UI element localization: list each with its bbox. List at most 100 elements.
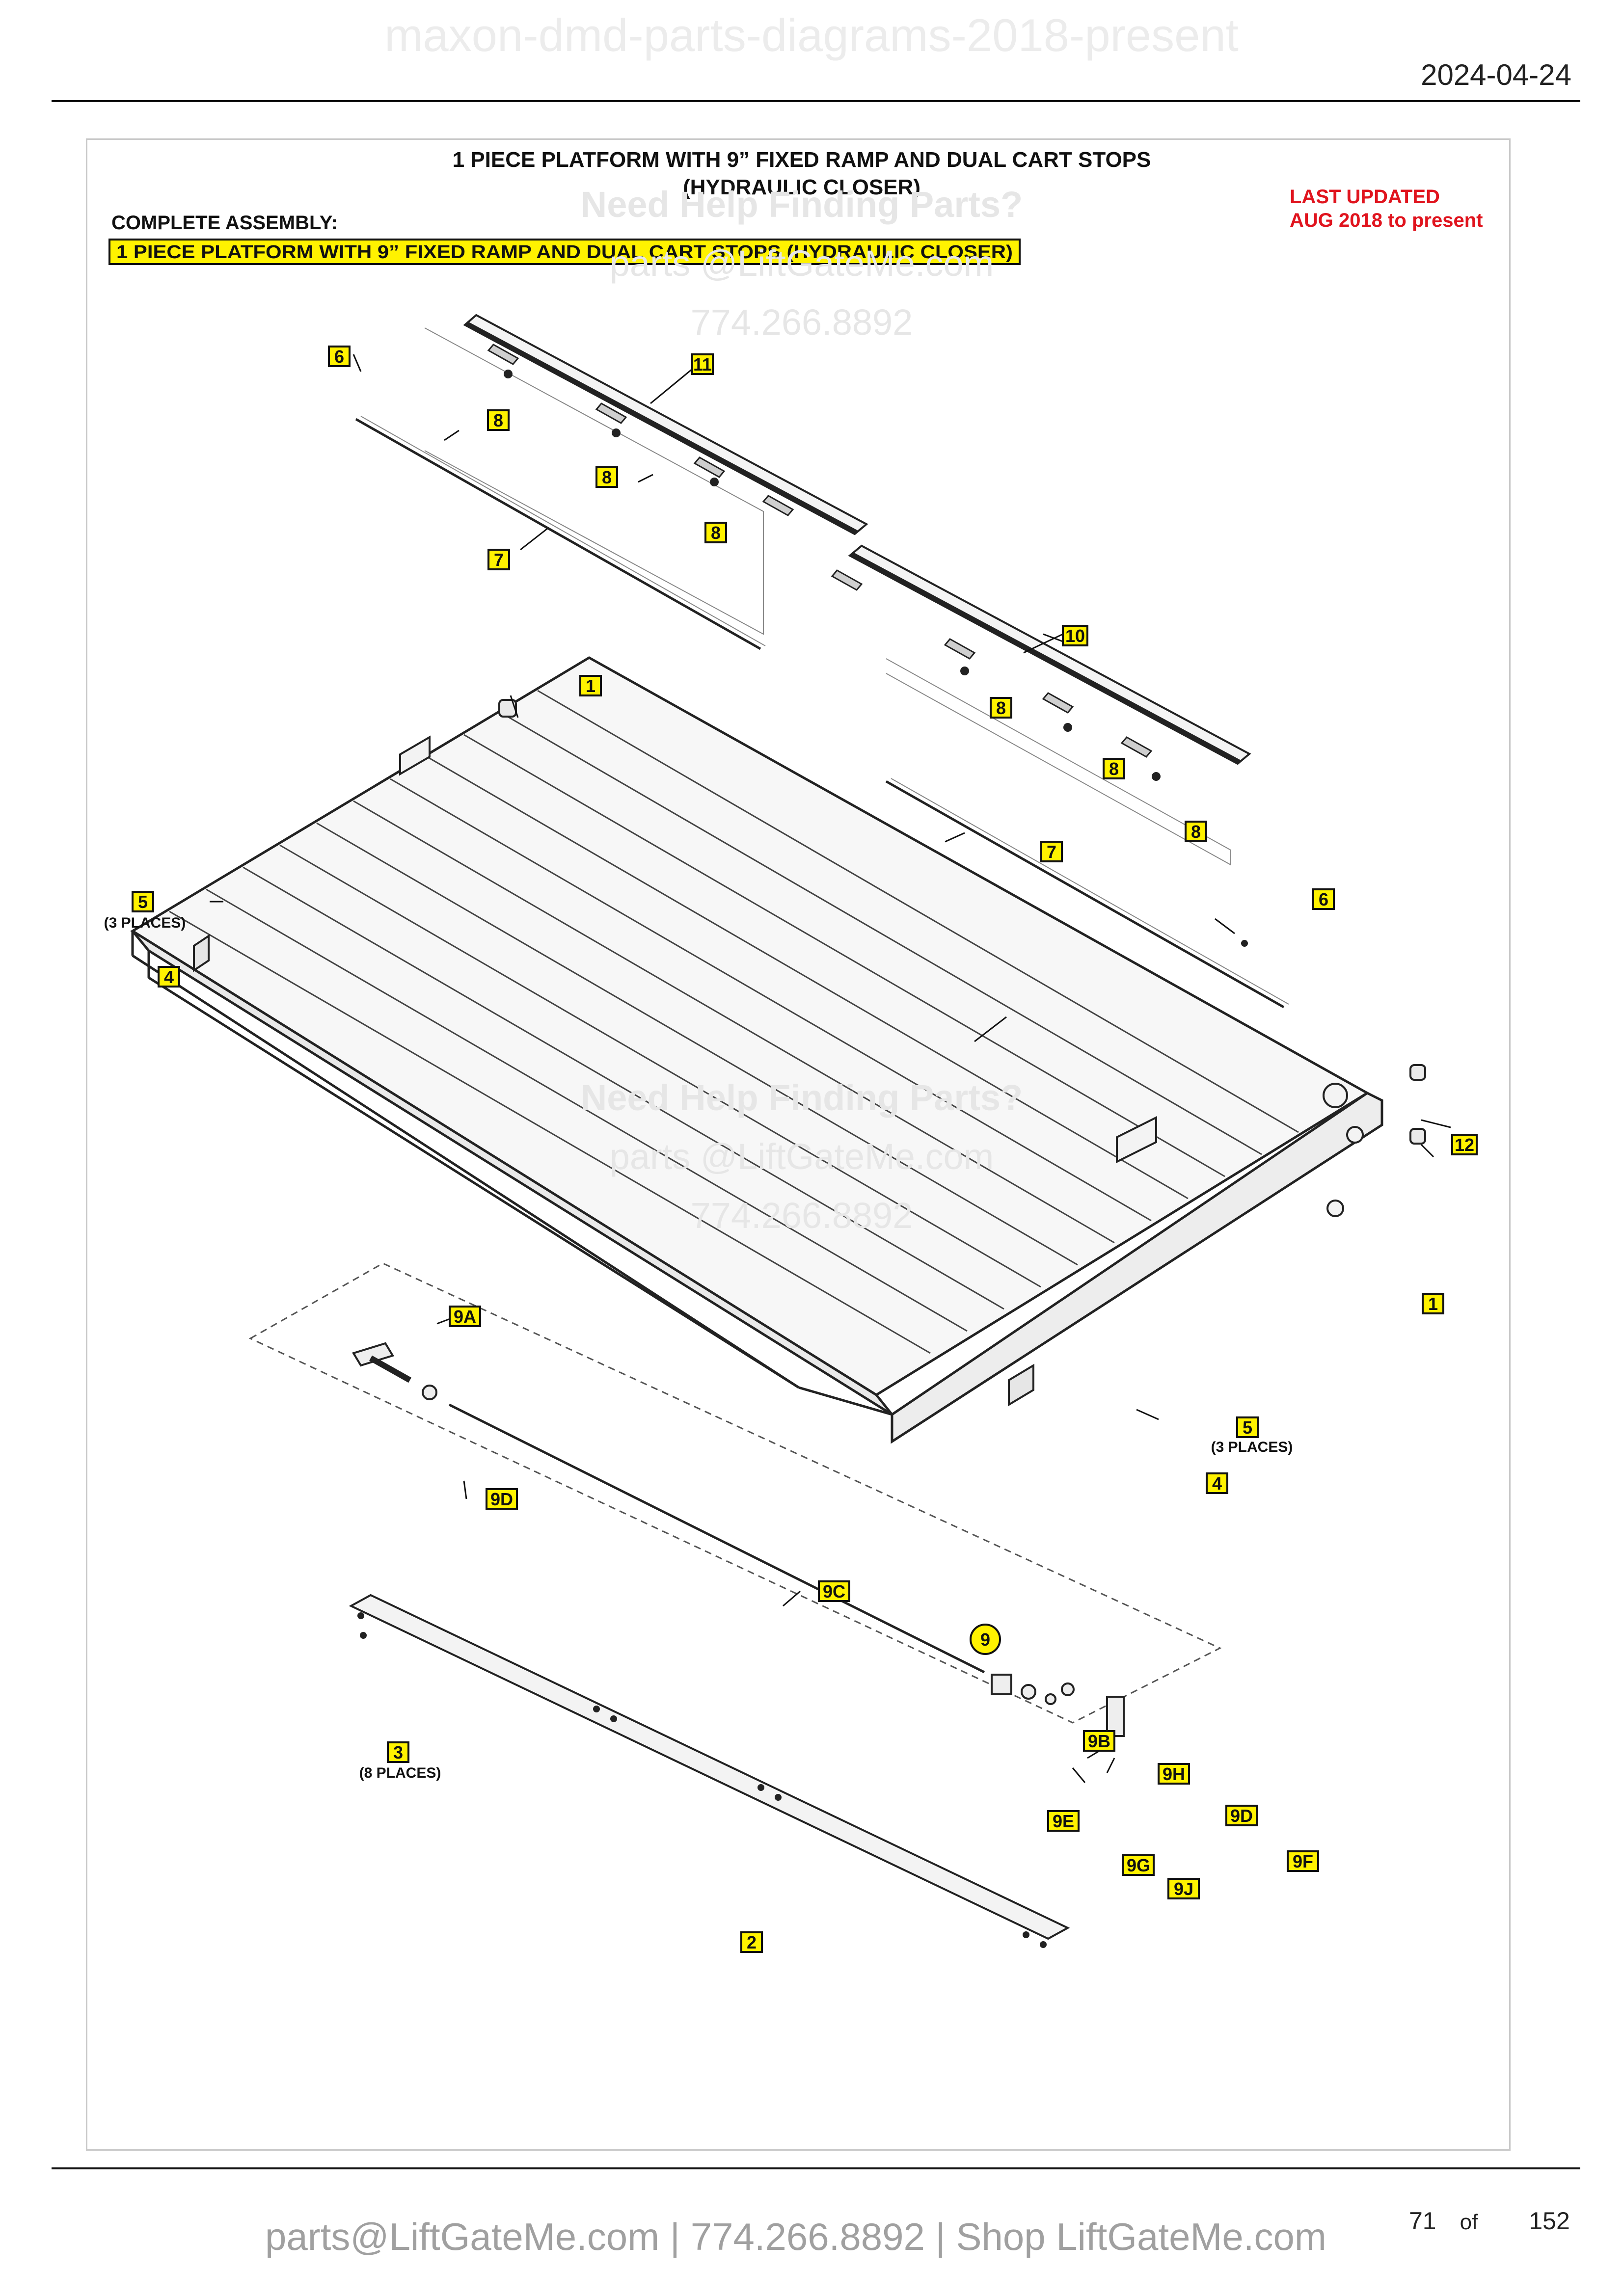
header-rule [52, 100, 1580, 102]
ramp-bolts [357, 1612, 1047, 1948]
callout-6-top-box [328, 346, 351, 367]
closer-parts [352, 1342, 1125, 1737]
callout-8-f: 8 [1191, 822, 1201, 842]
callout-7-bottom: 7 [1047, 842, 1056, 862]
watermark-middle: Need Help Finding Parts? parts @LiftGate… [581, 1077, 1023, 1236]
callout-4-top: 4 [164, 967, 174, 987]
callout-9h-box [1158, 1763, 1190, 1785]
callout-6-bottom: 6 [1319, 889, 1328, 909]
callout-7-top-box [487, 549, 510, 570]
callout-9j: 9J [1174, 1879, 1193, 1899]
platform-slats [169, 690, 1299, 1354]
platform-brackets [399, 735, 1364, 1217]
drawing-frame [86, 138, 1511, 2151]
ramp-plate [349, 1594, 1070, 1940]
callout-5-top-box [132, 891, 154, 912]
callout-12: 12 [1455, 1135, 1474, 1155]
watermark-middle-line1: Need Help Finding Parts? [581, 1077, 1023, 1118]
callout-8-c: 8 [711, 523, 721, 543]
callout-5-bottom: 5 [1243, 1417, 1252, 1438]
callout-9f-box [1287, 1850, 1319, 1872]
leader-lines [210, 354, 1451, 1783]
callout-11: 11 [693, 354, 712, 374]
callout-8-a-box [487, 409, 510, 431]
callout-1-top-box [579, 675, 602, 696]
callout-2: 2 [747, 1932, 757, 1952]
callout-9e: 9E [1053, 1811, 1074, 1831]
callout-3-places: (8 PLACES) [359, 1765, 441, 1781]
callout-5-top-places: (3 PLACES) [104, 915, 186, 931]
callout-8-b: 8 [602, 467, 612, 487]
diagram-title-line1: 1 PIECE PLATFORM WITH 9” FIXED RAMP AND … [453, 148, 1151, 172]
complete-assembly-value: 1 PIECE PLATFORM WITH 9” FIXED RAMP AND … [116, 242, 1013, 263]
callout-4-top-box [158, 966, 180, 988]
callout-9b: 9B [1088, 1731, 1110, 1751]
callout-5-bottom-places: (3 PLACES) [1211, 1439, 1293, 1455]
callout-9f: 9F [1293, 1851, 1313, 1871]
watermark-upper-line2: parts @LiftGateMe.com [610, 243, 994, 284]
page-of: of [1460, 2210, 1478, 2234]
watermark-title: maxon-dmd-parts-diagrams-2018-present [384, 9, 1239, 61]
closer-group-boundary [248, 1262, 1222, 1724]
callout-4-bottom: 4 [1212, 1473, 1222, 1494]
callout-11-box [691, 353, 714, 375]
callout-9h: 9H [1163, 1764, 1185, 1784]
callout-3: 3 [393, 1742, 403, 1762]
callout-1-top: 1 [586, 676, 595, 696]
callout-10-box [1062, 625, 1088, 646]
callout-8-d: 8 [996, 698, 1006, 718]
page-total: 152 [1529, 2207, 1570, 2235]
callout-9e-box [1047, 1810, 1080, 1832]
callout-8-f-box [1185, 821, 1207, 842]
watermark-middle-line3: 774.266.8892 [691, 1195, 913, 1236]
callout-9d-right-box [1225, 1805, 1258, 1826]
callout-8-b-box [595, 466, 618, 488]
callouts: 11 10 6 6 8 8 8 8 8 8 7 7 1 1 12 5 (3 PL… [104, 346, 1478, 1953]
last-updated-label: LAST UPDATED [1290, 186, 1440, 208]
watermark-middle-line2: parts @LiftGateMe.com [610, 1136, 994, 1177]
last-updated-range: AUG 2018 to present [1290, 210, 1483, 231]
callout-1-bottom-box [1422, 1293, 1444, 1314]
callout-9j-box [1167, 1878, 1200, 1899]
parts-diagram: 1 PIECE PLATFORM WITH 9” FIXED RAMP AND … [104, 148, 1483, 1953]
callout-9a: 9A [454, 1307, 476, 1327]
callout-6-bottom-box [1312, 888, 1335, 910]
callout-8-d-box [990, 697, 1012, 719]
callout-9-circle [970, 1624, 1001, 1655]
callout-10: 10 [1065, 626, 1085, 646]
rail-assembly-lower [831, 544, 1289, 1009]
callout-8-a: 8 [493, 410, 503, 430]
callout-3-box [387, 1741, 409, 1763]
callout-5-bottom-box [1236, 1416, 1259, 1438]
watermark-upper-line3: 774.266.8892 [691, 302, 913, 343]
callout-5-top: 5 [138, 892, 148, 912]
callout-8-c-box [704, 522, 727, 543]
callout-9c: 9C [823, 1581, 845, 1602]
callout-8-e-box [1103, 758, 1125, 779]
diagram-title-line2: (HYDRAULIC CLOSER) [683, 175, 920, 199]
callout-9d-left: 9D [490, 1489, 513, 1509]
callout-9d-right: 9D [1230, 1806, 1253, 1826]
page-counter: 71 of 152 [1409, 2207, 1570, 2235]
footer-contact: parts@LiftGateMe.com | 774.266.8892 | Sh… [265, 2215, 1326, 2258]
bushings [498, 699, 1426, 1145]
footer-rule [52, 2167, 1580, 2169]
complete-assembly-label: COMPLETE ASSEMBLY: [111, 212, 338, 234]
callout-9g-box [1122, 1854, 1155, 1876]
callout-4-bottom-box [1206, 1472, 1228, 1494]
callout-9b-box [1083, 1730, 1115, 1752]
callout-9: 9 [980, 1629, 990, 1650]
page-number: 71 [1409, 2207, 1436, 2235]
rail-assembly-upper [355, 314, 868, 650]
callout-7-bottom-box [1040, 841, 1063, 862]
watermark-upper-line1: Need Help Finding Parts? [581, 184, 1023, 225]
cart-stop-brackets [193, 934, 1034, 1407]
callout-9g: 9G [1127, 1855, 1150, 1875]
callout-1-bottom: 1 [1428, 1294, 1438, 1314]
callout-8-e: 8 [1109, 759, 1119, 779]
callout-6-top: 6 [334, 347, 344, 367]
callout-9c-box [818, 1580, 850, 1602]
callout-7-top: 7 [494, 550, 504, 570]
platform-frame [130, 656, 1383, 1444]
callout-12-box [1451, 1134, 1478, 1155]
